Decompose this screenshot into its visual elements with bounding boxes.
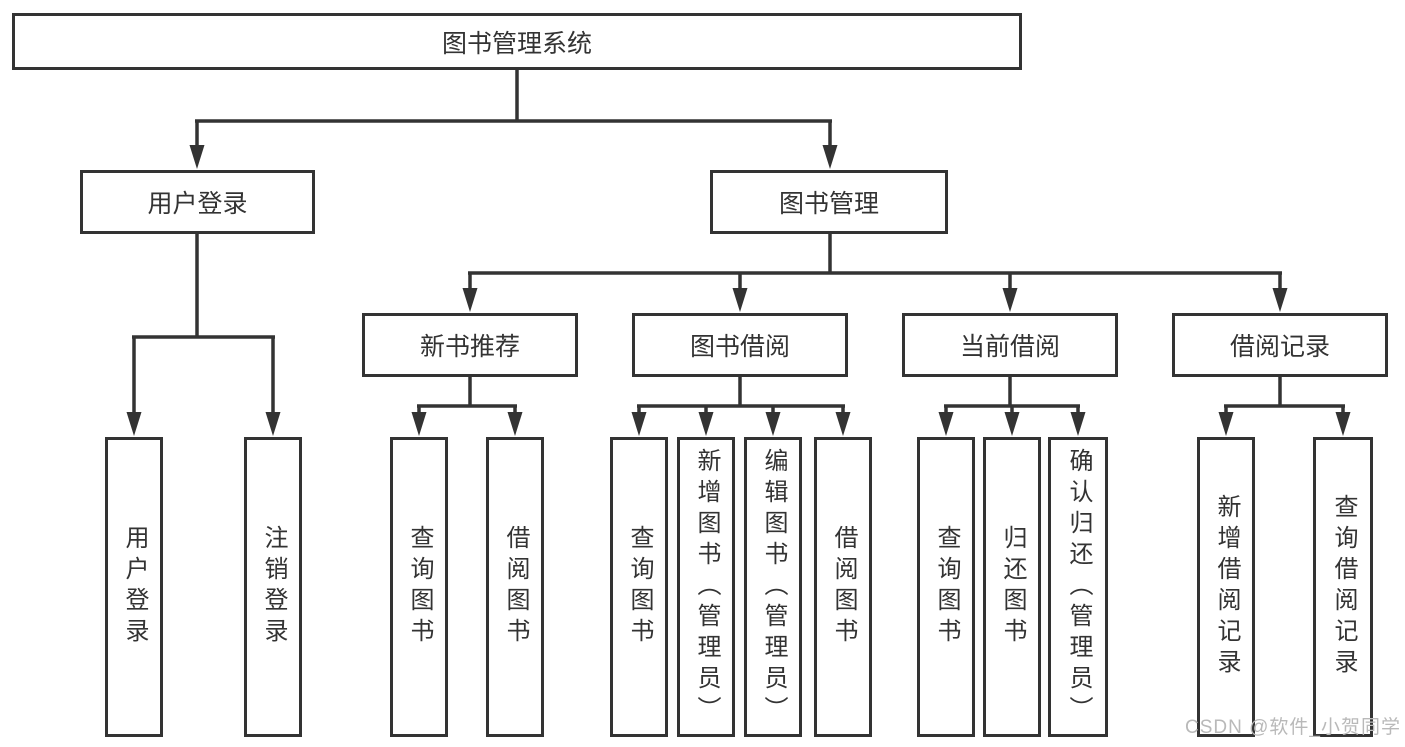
leaf-logout-label: 注销登录	[260, 525, 287, 649]
node-new-book-recommend: 新书推荐	[362, 313, 578, 377]
node-borrow-records-label: 借阅记录	[1229, 333, 1330, 361]
leaf-add-book-admin-label: 新增图书（管理员）	[693, 447, 720, 727]
connector-segments	[132, 70, 1345, 415]
leaf-query-books-borrow: 查询图书	[610, 437, 668, 737]
leaf-query-borrow-record-label: 查询借阅记录	[1330, 494, 1357, 680]
leaf-query-books-recommend: 查询图书	[390, 437, 448, 737]
watermark-text: CSDN @软件_小贺同学	[1185, 717, 1401, 738]
leaf-borrow-books-recommend: 借阅图书	[486, 437, 544, 737]
node-book-borrow-label: 图书借阅	[689, 333, 790, 361]
leaf-borrow-books: 借阅图书	[814, 437, 872, 737]
leaf-return-books-label: 归还图书	[999, 525, 1026, 649]
node-book-management-label: 图书管理	[778, 190, 879, 218]
node-book-borrow: 图书借阅	[632, 313, 848, 377]
leaf-confirm-return-admin-label: 确认归还（管理员）	[1065, 447, 1092, 727]
node-current-borrow: 当前借阅	[902, 313, 1118, 377]
leaf-user-login-label: 用户登录	[121, 525, 148, 649]
leaf-query-books-borrow-label: 查询图书	[626, 525, 653, 649]
node-root-label: 图书管理系统	[441, 29, 592, 58]
node-new-book-recommend-label: 新书推荐	[419, 333, 520, 361]
leaf-query-books-recommend-label: 查询图书	[406, 525, 433, 649]
leaf-add-borrow-record-label: 新增借阅记录	[1213, 494, 1240, 680]
node-user-login-label: 用户登录	[147, 190, 248, 218]
leaf-borrow-books-recommend-label: 借阅图书	[502, 525, 529, 649]
leaf-edit-book-admin-label: 编辑图书（管理员）	[760, 447, 787, 727]
node-current-borrow-label: 当前借阅	[959, 333, 1060, 361]
leaf-add-borrow-record: 新增借阅记录	[1197, 437, 1255, 737]
node-root: 图书管理系统	[12, 13, 1022, 70]
leaf-confirm-return-admin: 确认归还（管理员）	[1048, 437, 1108, 737]
node-borrow-records: 借阅记录	[1172, 313, 1388, 377]
leaf-logout: 注销登录	[244, 437, 302, 737]
node-book-management: 图书管理	[710, 170, 948, 234]
leaf-edit-book-admin: 编辑图书（管理员）	[744, 437, 802, 737]
node-user-login: 用户登录	[80, 170, 315, 234]
leaf-query-borrow-record: 查询借阅记录	[1313, 437, 1373, 737]
leaf-add-book-admin: 新增图书（管理员）	[677, 437, 735, 737]
leaf-return-books: 归还图书	[983, 437, 1041, 737]
leaf-user-login: 用户登录	[105, 437, 163, 737]
connector-arrowheads	[126, 145, 1351, 436]
leaf-query-books-current: 查询图书	[917, 437, 975, 737]
leaf-query-books-current-label: 查询图书	[933, 525, 960, 649]
leaf-borrow-books-label: 借阅图书	[830, 525, 857, 649]
